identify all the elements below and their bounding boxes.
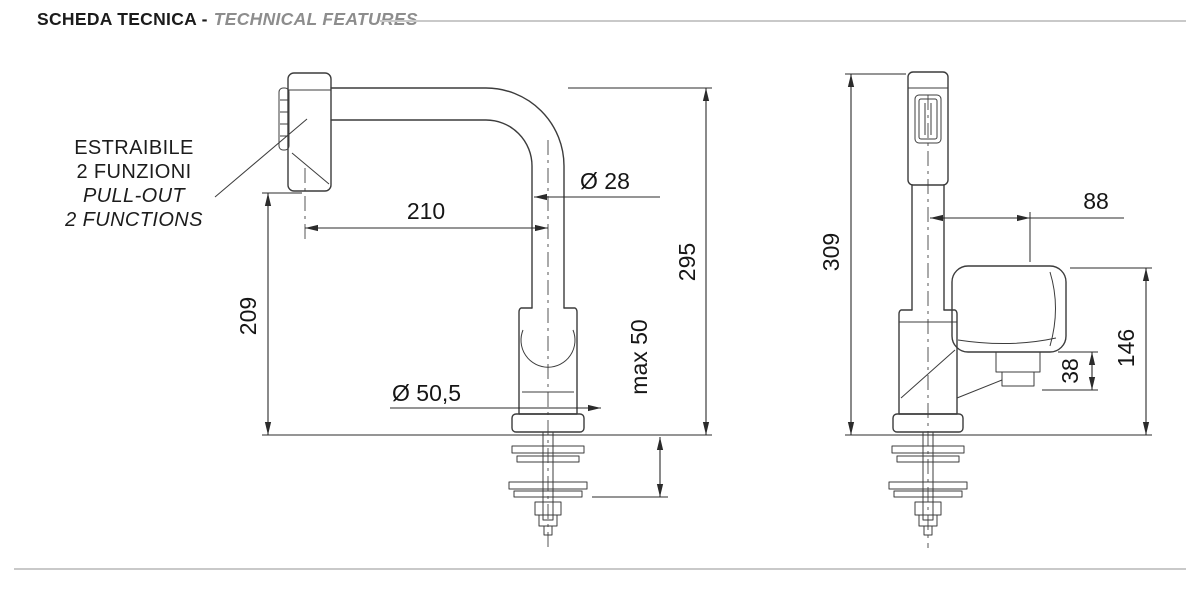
dim-spout-height-label: 209	[235, 297, 261, 335]
pullout-head-side	[278, 72, 332, 192]
callout-line-2: 2 FUNZIONI	[76, 161, 192, 183]
dim-handle-top-height: 146	[1070, 267, 1152, 435]
dim-handle-boss-height: 38	[1042, 351, 1098, 391]
dim-spout-diameter: Ø 28	[534, 168, 660, 201]
handle-front	[951, 265, 1067, 399]
side-view: 210 Ø 28 295 209 Ø 50,5	[214, 72, 712, 548]
mounting-hardware-side	[508, 431, 588, 536]
front-view: 309 88 146 38	[818, 71, 1152, 548]
header-rule	[380, 20, 1186, 22]
dim-max-counter-thickness-label: max 50	[626, 319, 652, 394]
dim-total-height-side-label: 295	[674, 243, 700, 281]
dim-total-height-front: 309	[818, 73, 1152, 436]
dim-spout-reach: 210	[305, 198, 548, 232]
dim-spout-reach-label: 210	[407, 198, 445, 224]
spout-outline	[330, 87, 565, 309]
title-english: TECHNICAL FEATURES	[213, 9, 418, 29]
dim-base-diameter-label: Ø 50,5	[392, 380, 461, 406]
callout-leader-line	[214, 118, 308, 198]
dim-handle-top-height-label: 146	[1113, 329, 1139, 367]
riser-tube-front	[911, 184, 945, 311]
dim-spout-height: 209	[235, 192, 302, 435]
dim-handle-reach-label: 88	[1083, 188, 1109, 214]
dim-total-height-side: 295	[262, 87, 712, 436]
dim-spout-diameter-label: Ø 28	[580, 168, 630, 194]
dim-handle-boss-height-label: 38	[1057, 358, 1083, 384]
dim-base-diameter: Ø 50,5	[390, 380, 601, 412]
callout-line-3: PULL-OUT	[82, 185, 186, 207]
dim-max-counter-thickness: max 50	[592, 319, 668, 498]
pullout-head-front	[907, 71, 949, 186]
dim-handle-reach: 88	[930, 188, 1124, 262]
title-italian: SCHEDA TECNICA -	[37, 9, 208, 29]
page-title: SCHEDA TECNICA -TECHNICAL FEATURES	[37, 9, 418, 30]
pullout-callout: ESTRAIBILE 2 FUNZIONI PULL-OUT 2 FUNCTIO…	[48, 136, 220, 232]
footer-rule	[14, 568, 1186, 570]
dim-total-height-front-label: 309	[818, 233, 844, 271]
callout-line-1: ESTRAIBILE	[74, 137, 194, 159]
mounting-hardware-front	[888, 431, 968, 536]
callout-line-4: 2 FUNCTIONS	[65, 209, 203, 231]
